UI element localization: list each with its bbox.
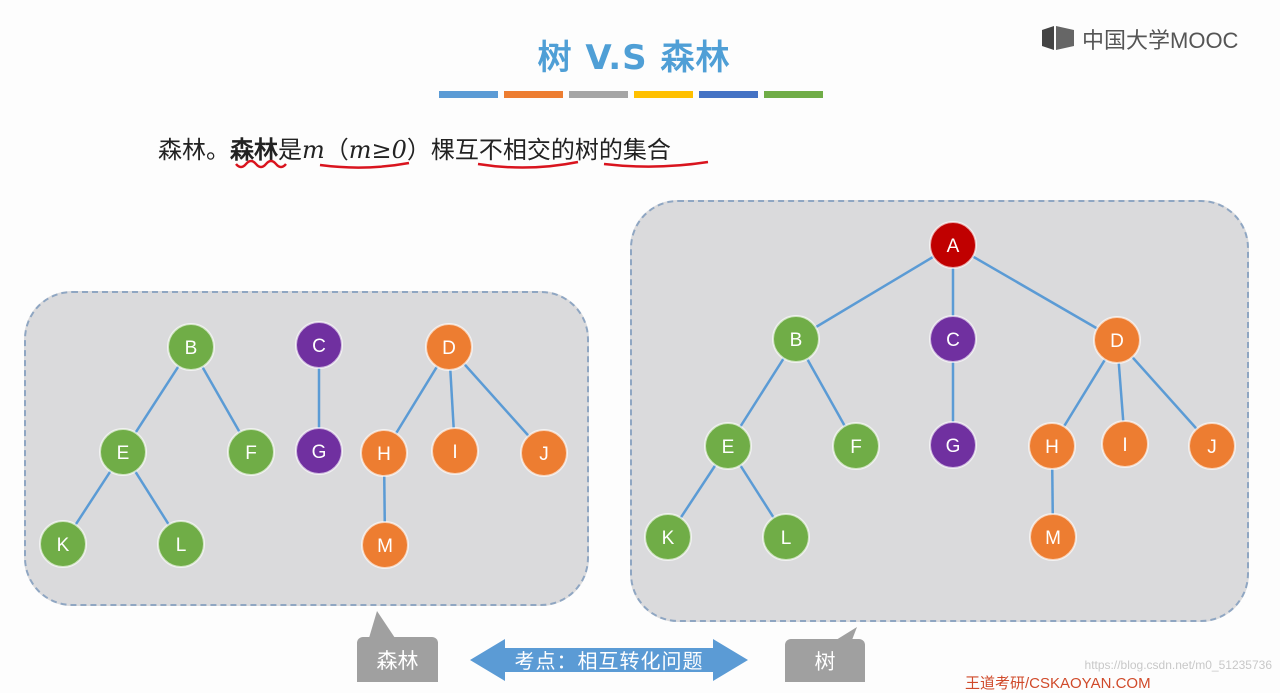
tree-node-label-b: B: [790, 330, 803, 351]
color-divider: [439, 91, 823, 98]
forest-node-label-k: K: [57, 535, 70, 556]
underline-term: [235, 159, 287, 169]
definition-verb: 是: [278, 136, 302, 164]
tree-node-g: [929, 421, 977, 469]
forest-graph: B E F K L C G D H I J M: [39, 321, 568, 569]
color-bar-segment: [504, 91, 563, 98]
double-arrow-shape: [470, 639, 748, 681]
forest-node-label-l: L: [176, 535, 187, 556]
double-arrow: [470, 639, 748, 681]
forest-node-g: [295, 427, 343, 475]
forest-node-label-j: J: [539, 444, 549, 465]
color-bar-segment: [634, 91, 693, 98]
callout-tails: [369, 611, 857, 640]
underline-set: [603, 160, 709, 168]
tree-node-label-l: L: [781, 528, 792, 549]
forest-definition: 森林。森林是m（m≥0）棵互不相交的树的集合: [158, 130, 671, 165]
forest-node-e: [99, 428, 147, 476]
tree-node-d: [1093, 316, 1141, 364]
tree-node-c: [929, 315, 977, 363]
tree-node-label-m: M: [1045, 528, 1061, 549]
forest-node-label-e: E: [117, 443, 130, 464]
forest-node-c: [295, 321, 343, 369]
tree-node-label-i: I: [1122, 435, 1127, 456]
tree-node-label-j: J: [1207, 437, 1217, 458]
tree-node-f: [832, 422, 880, 470]
definition-intro: 森林。: [158, 136, 230, 164]
tree-node-i: [1101, 420, 1149, 468]
tree-node-label-a: A: [947, 236, 960, 257]
forest-node-label-m: M: [377, 536, 393, 557]
forest-node-b: [167, 323, 215, 371]
forest-node-label-d: D: [442, 338, 456, 359]
forest-node-d: [425, 323, 473, 371]
forest-node-label-f: F: [245, 443, 257, 464]
tree-node-label-c: C: [946, 330, 960, 351]
forest-node-label-g: G: [312, 442, 327, 463]
forest-node-l: [157, 520, 205, 568]
definition-rest: ）棵互不相交的树的集合: [406, 136, 671, 164]
definition-paren-open: （: [324, 136, 349, 164]
tree-edge-a-d: [952, 243, 1118, 342]
tree-node-label-h: H: [1045, 437, 1059, 458]
tree-node-j: [1188, 422, 1236, 470]
tree-callout-tail: [836, 627, 857, 640]
tree-node-a: [929, 221, 977, 269]
forest-node-f: [227, 428, 275, 476]
tree-node-l: [762, 513, 810, 561]
forest-node-label-h: H: [377, 444, 391, 465]
forest-node-label-c: C: [312, 336, 326, 357]
forest-node-label-b: B: [185, 338, 198, 359]
mooc-logo: 中国大学MOOC: [1040, 22, 1238, 56]
red-underlines: [235, 159, 709, 169]
tree-graph: A B E F K L C G D H I J M: [644, 221, 1236, 561]
tree-node-label-e: E: [722, 437, 735, 458]
color-bar-segment: [764, 91, 823, 98]
tree-node-label-g: G: [946, 436, 961, 457]
logo-text: 中国大学MOOC: [1082, 28, 1239, 53]
conversion-note: 考点：相互转化问题: [514, 649, 704, 673]
underline-condition: [319, 161, 410, 169]
tree-node-label-k: K: [662, 528, 675, 549]
tree-node-label-d: D: [1110, 331, 1124, 352]
tree-panel: [630, 200, 1249, 622]
color-bar-segment: [569, 91, 628, 98]
color-bar-segment: [699, 91, 758, 98]
tree-node-k: [644, 513, 692, 561]
forest-callout-tail: [369, 611, 395, 638]
definition-m: m: [302, 136, 325, 164]
forest-node-label-i: I: [452, 442, 457, 463]
definition-condition: m≥0: [348, 136, 407, 164]
tree-edge-a-b: [795, 243, 954, 341]
forest-callout: 森林: [357, 637, 438, 682]
page-title: 树 V.S 森林: [537, 38, 731, 78]
bottom-site-text: 王道考研/CSKAOYAN.COM: [965, 675, 1151, 692]
mooc-logo-icon: [1042, 26, 1074, 50]
forest-node-m: [361, 521, 409, 569]
tree-node-e: [704, 422, 752, 470]
underline-disjoint: [477, 160, 579, 169]
forest-node-h: [360, 429, 408, 477]
definition-term: 森林: [230, 135, 278, 164]
tree-node-b: [772, 315, 820, 363]
forest-node-j: [520, 429, 568, 477]
forest-node-i: [431, 427, 479, 475]
forest-node-k: [39, 520, 87, 568]
color-bar-segment: [439, 91, 498, 98]
tree-callout: 树: [785, 639, 865, 682]
tree-node-label-f: F: [850, 437, 862, 458]
tree-node-h: [1028, 422, 1076, 470]
watermark: https://blog.csdn.net/m0_51235736: [1084, 658, 1272, 672]
tree-node-m: [1029, 513, 1077, 561]
